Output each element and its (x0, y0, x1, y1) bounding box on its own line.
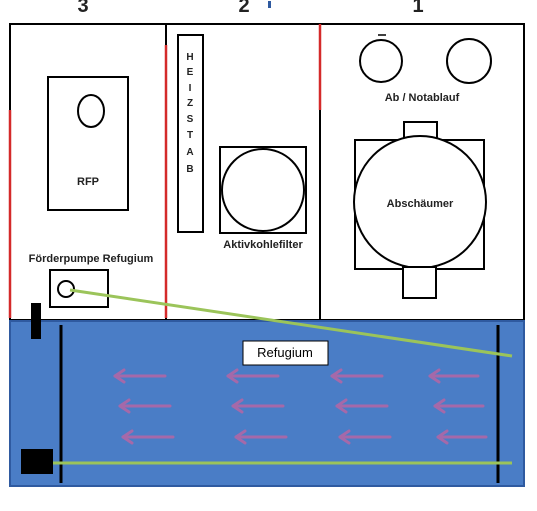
section-number-3: 3 (77, 0, 88, 17)
marker-tick (268, 1, 271, 8)
flow-arrow (433, 398, 485, 414)
skimmer-label: Abschäumer (387, 198, 454, 210)
flow-arrow (118, 398, 172, 414)
drain-pipe-left (359, 39, 403, 83)
pump-refugium-outlet (57, 280, 75, 298)
flow-arrows (113, 368, 488, 445)
section-number-2: 2 (238, 0, 249, 17)
heater-letter: B (186, 164, 193, 175)
flow-arrow (113, 368, 167, 384)
flow-arrow (234, 429, 288, 445)
rfp-label: RFP (77, 176, 99, 188)
refugium-label: Refugium (257, 345, 313, 360)
flow-arrow (121, 429, 175, 445)
heater-letter: E (187, 67, 194, 78)
pump-refugium-box (49, 269, 109, 308)
refugium-label-box (242, 340, 329, 366)
rfp-port (77, 94, 105, 128)
skimmer-bottom-cap (402, 266, 437, 299)
heater-letter: S (187, 114, 194, 125)
heater-letter: A (186, 147, 193, 158)
rfp-pump-box (47, 76, 129, 211)
flow-arrow (428, 368, 480, 384)
heater-letter: Z (187, 98, 193, 109)
return-pipe-upper (69, 288, 513, 358)
drain-block (21, 449, 53, 474)
pump-refugium-label: Förderpumpe Refugium (29, 253, 154, 265)
flow-arrow (231, 398, 285, 414)
heater-letter: H (186, 52, 193, 63)
drain-label: Ab / Notablauf (385, 92, 460, 104)
flow-arrow (335, 398, 389, 414)
carbon-filter-label: Aktivkohlefilter (223, 239, 303, 251)
heater (177, 34, 204, 233)
section-number-1: 1 (412, 0, 423, 17)
flow-arrow (436, 429, 488, 445)
flow-arrow (338, 429, 392, 445)
heater-letter: T (187, 130, 193, 141)
heater-letters: H E I Z S T A B (186, 52, 193, 175)
carbon-filter-circle (221, 148, 305, 232)
flow-arrow (330, 368, 384, 384)
heater-letter: I (189, 83, 192, 94)
flow-arrow (226, 368, 280, 384)
overflow-block (31, 303, 41, 339)
drain-pipe-right (446, 38, 492, 84)
